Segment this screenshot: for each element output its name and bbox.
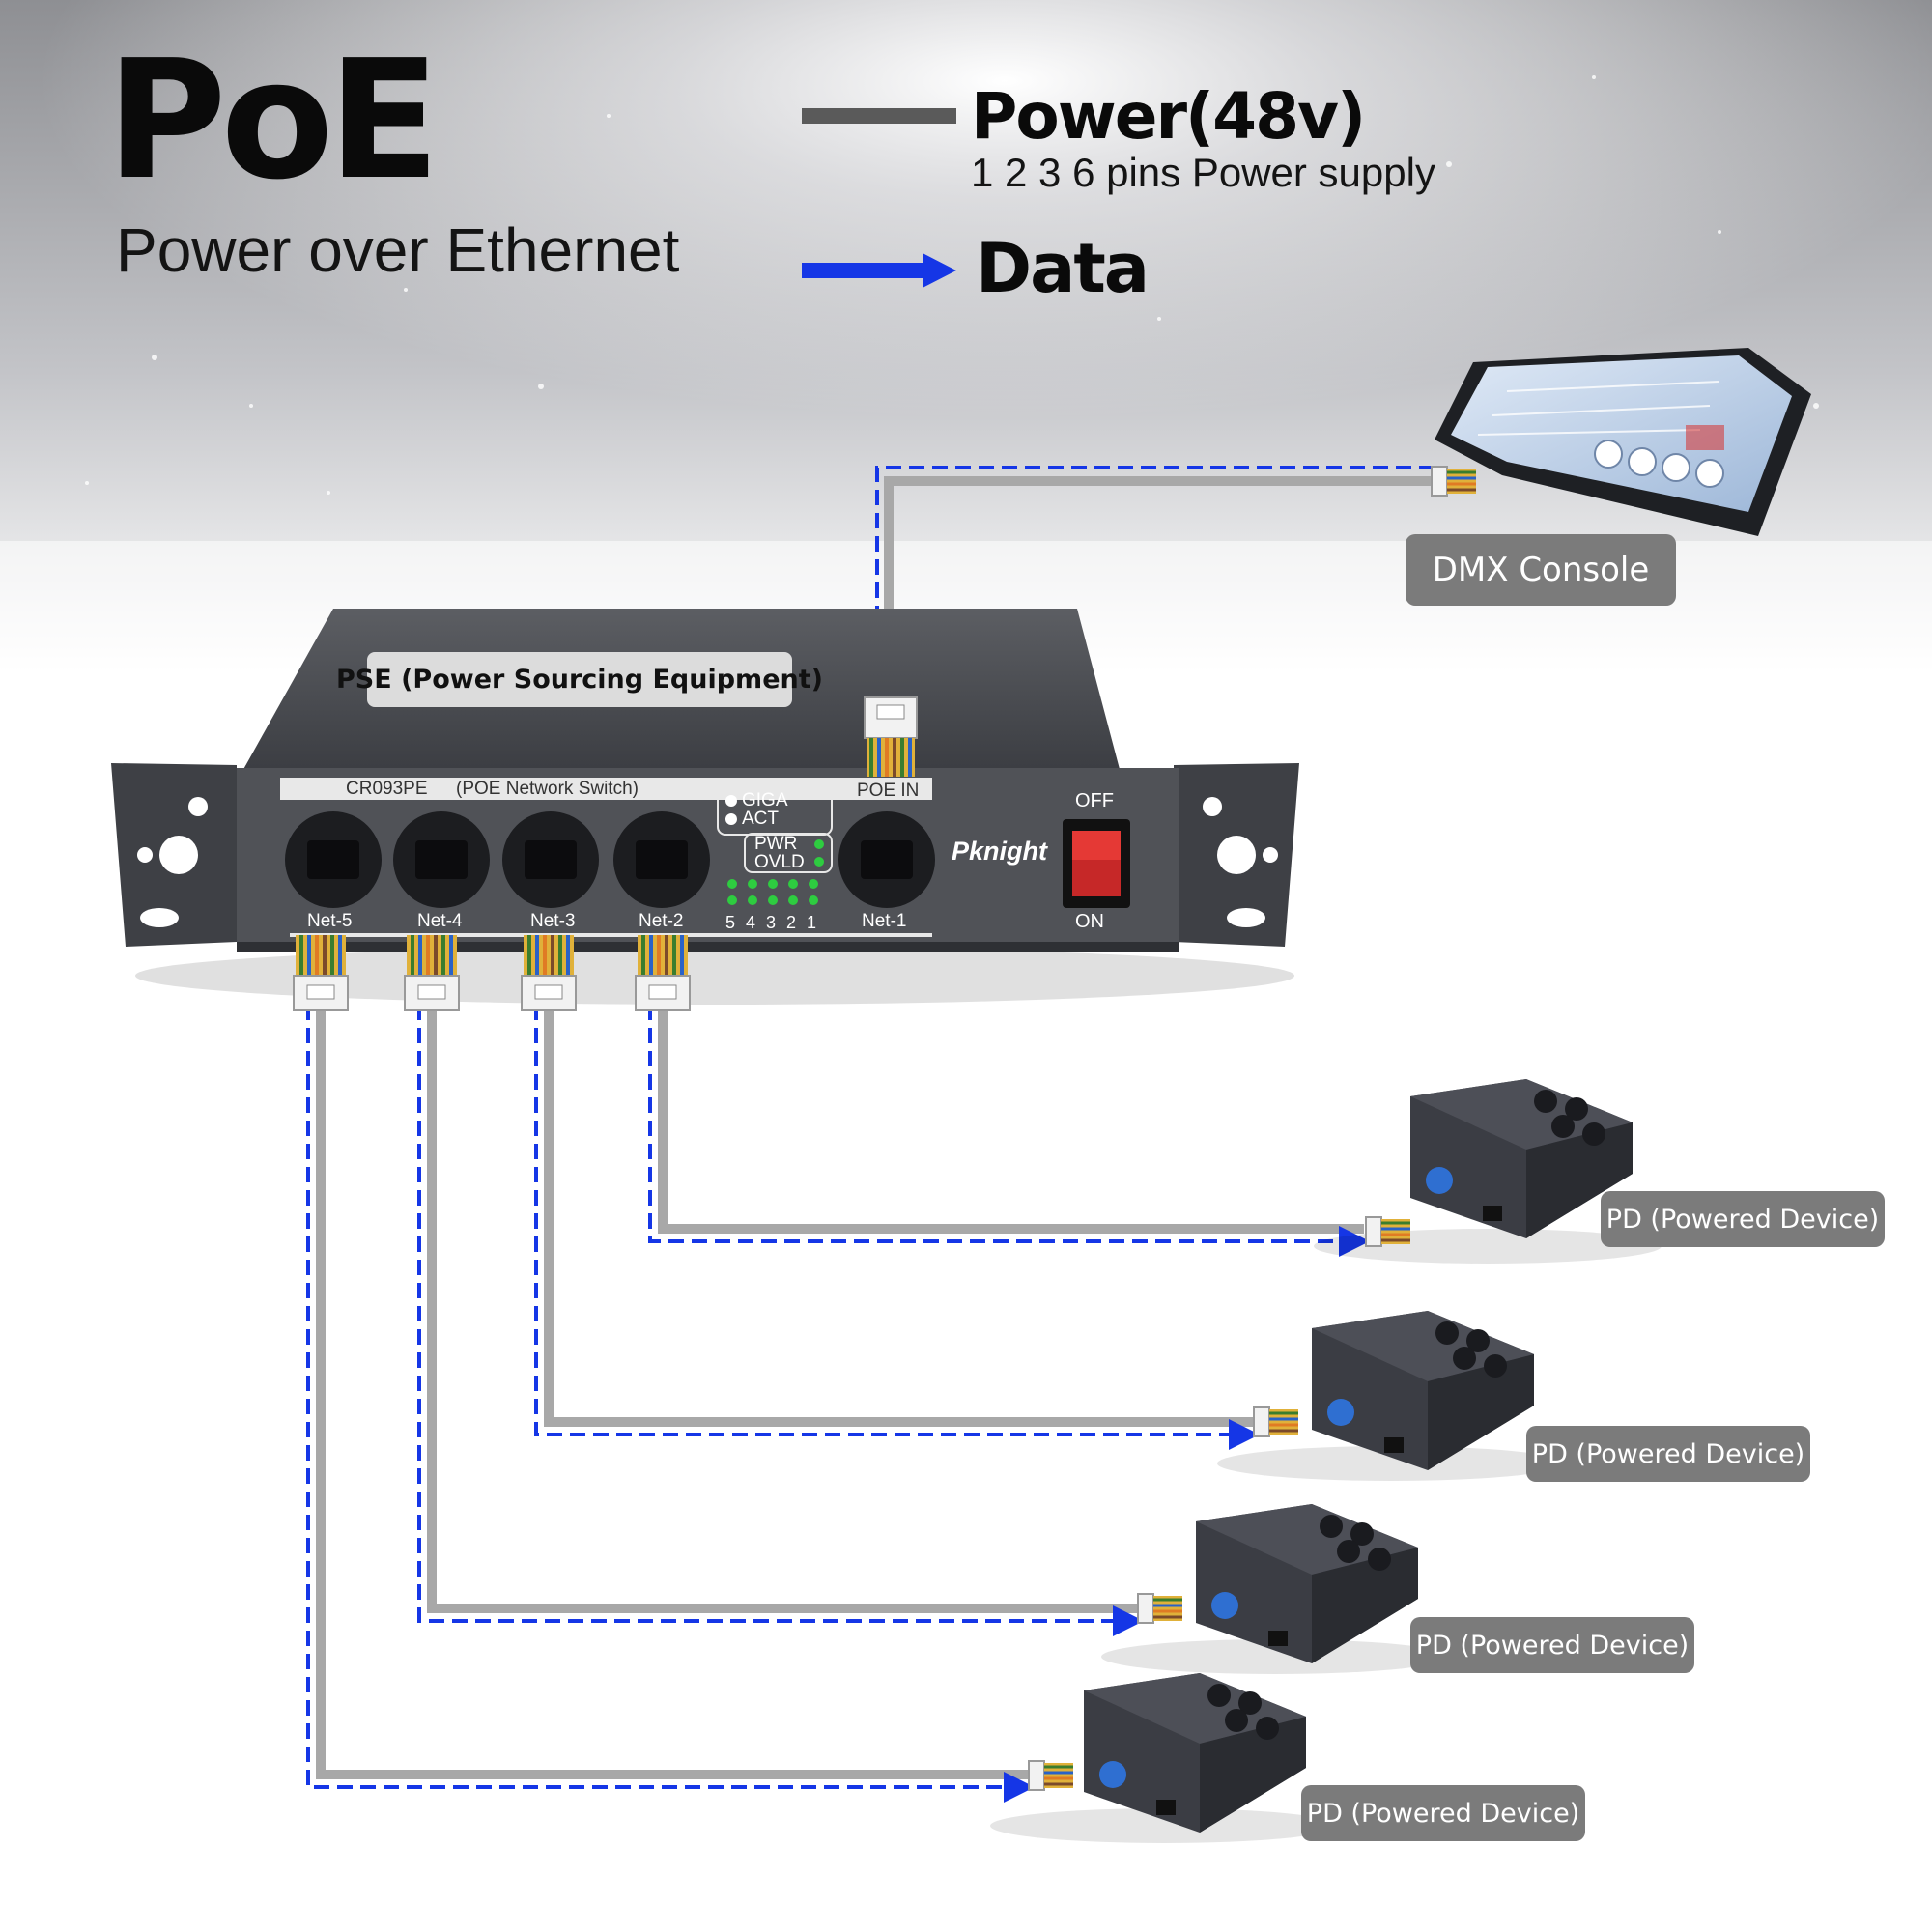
powered-device-4-image bbox=[990, 1673, 1338, 1843]
plug-net-5-icon bbox=[293, 935, 349, 1011]
pd-label-2: PD (Powered Device) bbox=[1526, 1426, 1810, 1482]
status-act: ACT bbox=[742, 809, 779, 829]
led-number-3: 3 bbox=[766, 913, 777, 932]
port-net-3-icon bbox=[502, 811, 599, 908]
status-giga: GIGA bbox=[742, 790, 788, 810]
legend-power-title: Power(48v) bbox=[971, 79, 1366, 154]
powered-device-1-image bbox=[1314, 1079, 1662, 1264]
cable-net-4 bbox=[417, 1005, 1144, 1636]
led-number-2: 2 bbox=[786, 913, 797, 932]
led-array bbox=[727, 879, 818, 905]
pse-label: PSE (Power Sourcing Equipment) bbox=[336, 652, 823, 707]
sparkle-dots bbox=[85, 75, 1819, 495]
port-net-5-icon bbox=[285, 811, 382, 908]
brand-logo: Pknight bbox=[952, 837, 1047, 866]
port-net-4-icon bbox=[393, 811, 490, 908]
plug-pd-3-icon bbox=[1137, 1593, 1182, 1624]
port-label-net-3: Net-3 bbox=[530, 911, 576, 931]
led-number-4: 4 bbox=[746, 913, 756, 932]
cable-net-2 bbox=[648, 1005, 1370, 1257]
pd-label-3: PD (Powered Device) bbox=[1410, 1617, 1694, 1673]
plug-net-2-icon bbox=[635, 935, 691, 1011]
port-net-2-icon bbox=[613, 811, 710, 908]
status-pwr: PWR bbox=[754, 834, 798, 854]
poe-in-label: POE IN bbox=[857, 781, 920, 801]
switch-on-label: ON bbox=[1075, 911, 1104, 932]
switch-model: CR093PE bbox=[346, 779, 428, 799]
page-title: PoE bbox=[106, 25, 440, 216]
dmx-console-label: DMX Console bbox=[1406, 534, 1676, 606]
plug-pd-2-icon bbox=[1253, 1406, 1298, 1437]
ethernet-ports bbox=[285, 811, 935, 908]
port-label-net-5: Net-5 bbox=[307, 911, 353, 931]
legend-power-subtitle: 1 2 3 6 pins Power supply bbox=[971, 150, 1435, 195]
poe-switch bbox=[111, 609, 1299, 1005]
led-number-5: 5 bbox=[725, 913, 736, 932]
powered-device-2-image bbox=[1217, 1311, 1565, 1481]
legend-data-arrow bbox=[802, 253, 956, 288]
port-label-net-2: Net-2 bbox=[639, 911, 684, 931]
switch-model-desc: (POE Network Switch) bbox=[456, 779, 639, 799]
dmx-console-image bbox=[1435, 348, 1811, 536]
plug-pd-1-icon bbox=[1365, 1216, 1410, 1247]
port-net-1-icon bbox=[838, 811, 935, 908]
pd-label-1: PD (Powered Device) bbox=[1601, 1191, 1885, 1247]
switch-off-label: OFF bbox=[1075, 790, 1114, 811]
legend-power-line bbox=[802, 108, 956, 124]
cable-net-5 bbox=[306, 1005, 1035, 1803]
cable-net-3 bbox=[534, 1005, 1260, 1450]
plug-dmx-console-icon bbox=[1431, 466, 1476, 497]
page-subtitle: Power over Ethernet bbox=[116, 215, 680, 285]
port-label-net-4: Net-4 bbox=[417, 911, 463, 931]
plug-pd-4-icon bbox=[1028, 1760, 1073, 1791]
port-label-net-1: Net-1 bbox=[862, 911, 907, 931]
pd-label-4: PD (Powered Device) bbox=[1301, 1785, 1585, 1841]
plug-net-3-icon bbox=[521, 935, 577, 1011]
legend-data-title: Data bbox=[976, 229, 1150, 308]
plug-poe-in-icon bbox=[864, 696, 918, 777]
led-number-1: 1 bbox=[807, 913, 817, 932]
powered-device-3-image bbox=[1101, 1504, 1449, 1674]
status-ovld: OVLD bbox=[754, 852, 805, 872]
plug-net-4-icon bbox=[404, 935, 460, 1011]
